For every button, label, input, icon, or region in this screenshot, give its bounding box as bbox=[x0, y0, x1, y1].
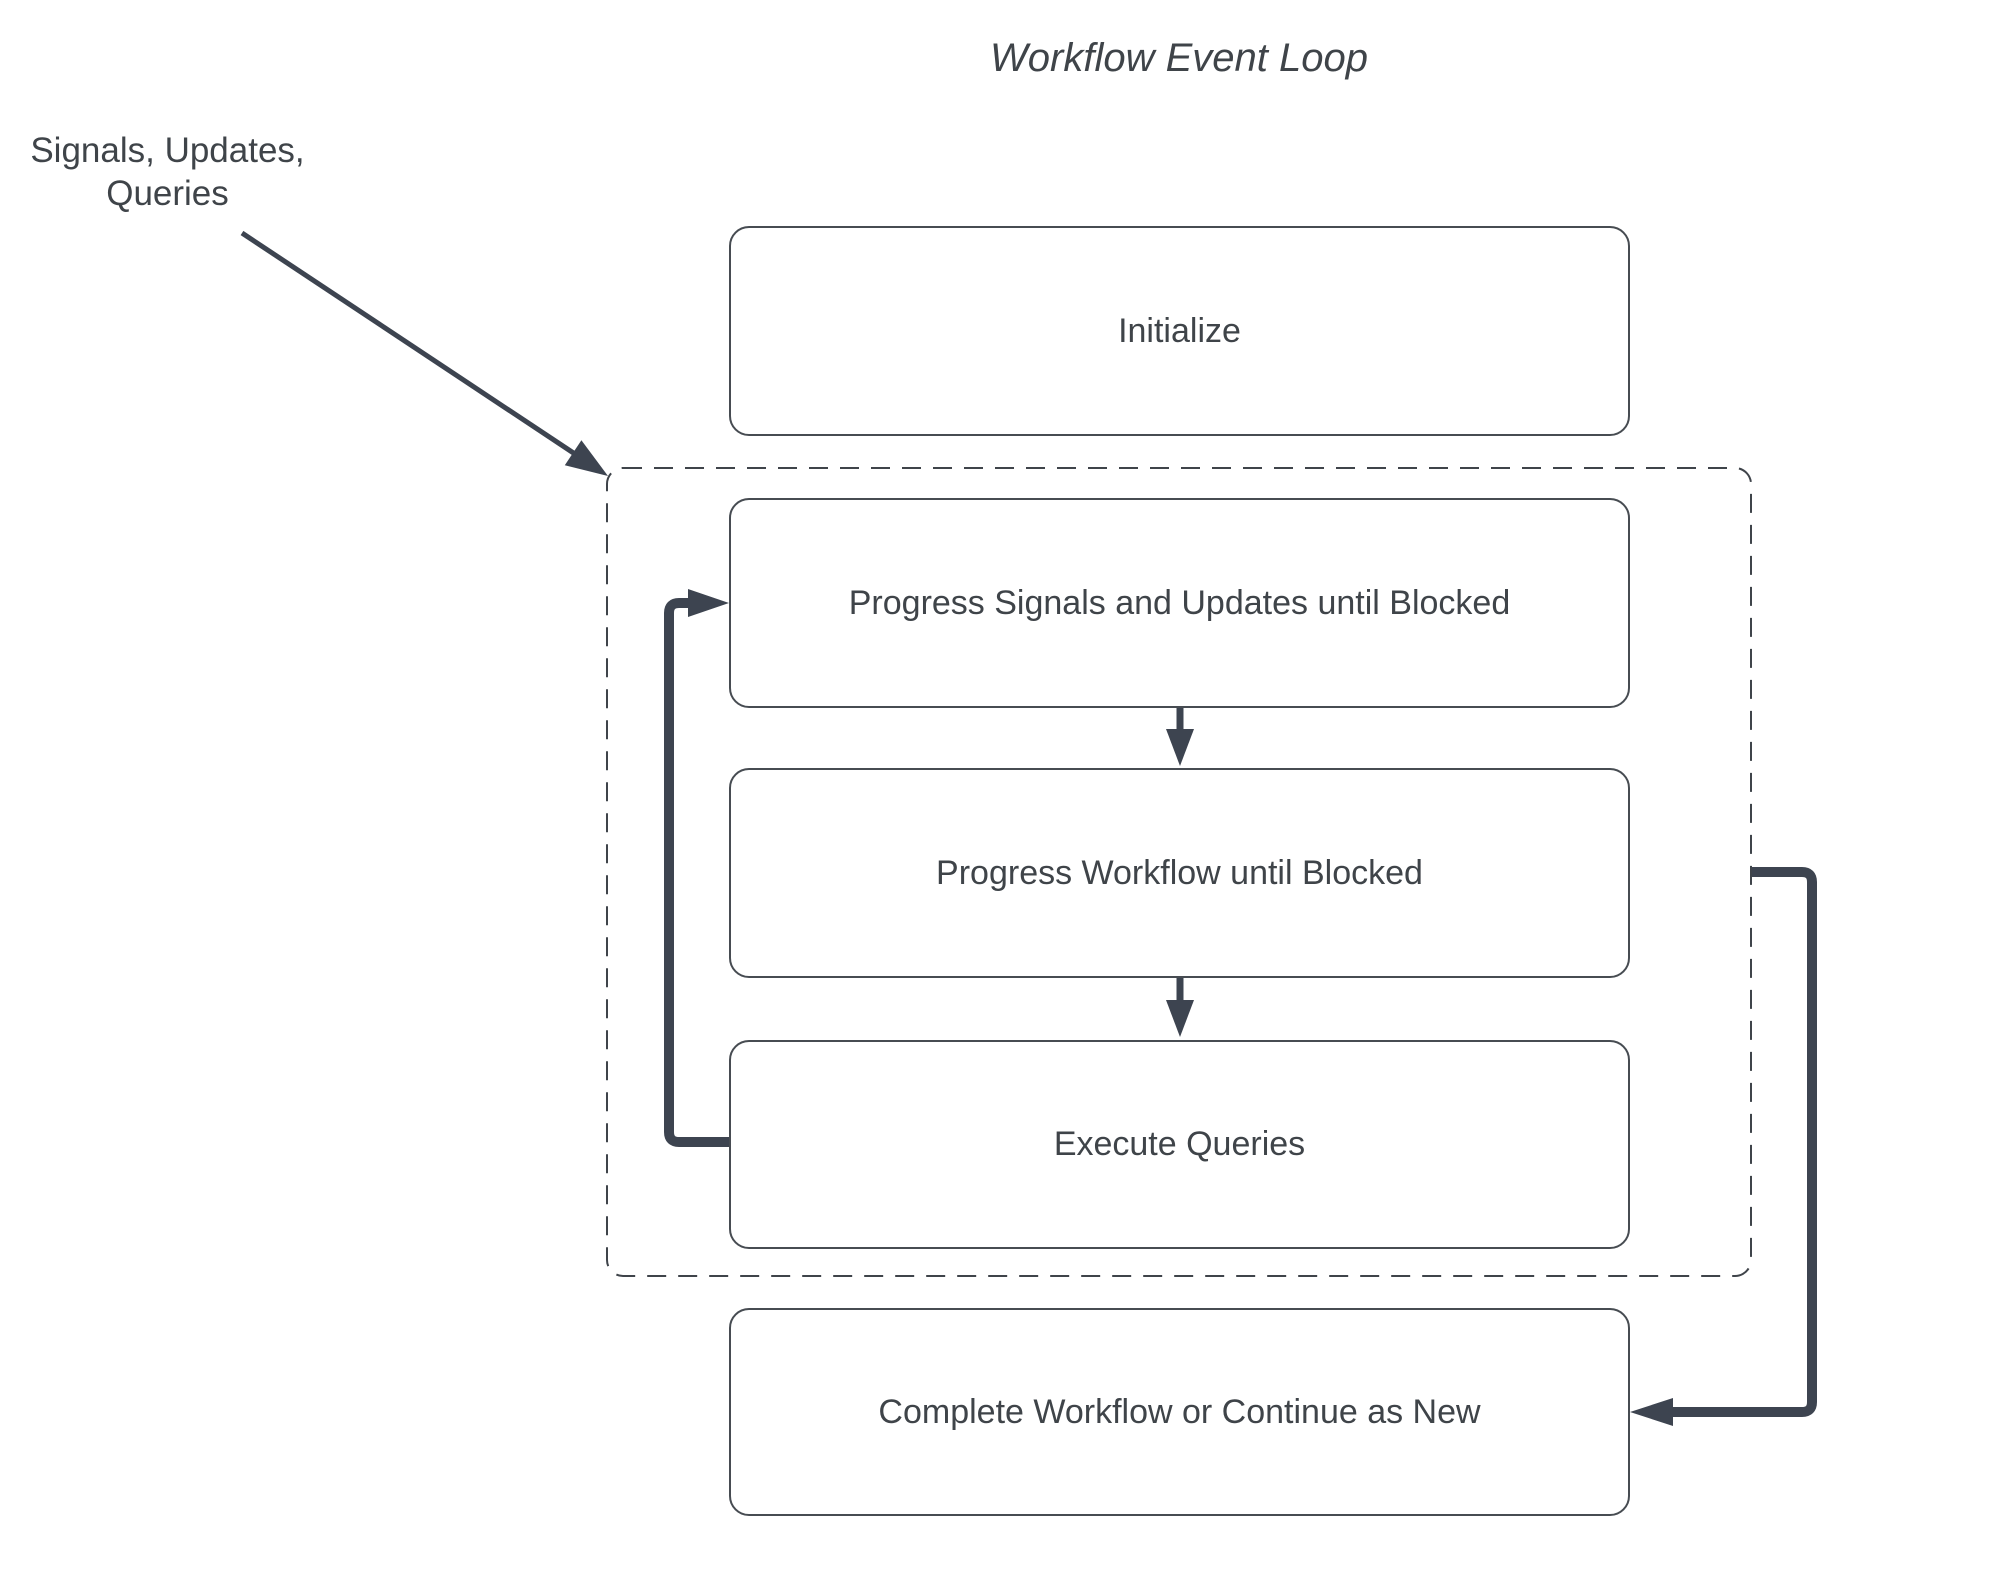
node-initialize-label: Initialize bbox=[1118, 311, 1241, 350]
event-loop-dashed-container bbox=[606, 467, 1752, 1277]
signals-annotation-arrow-line bbox=[240, 230, 577, 457]
node-progress-signals-and-updates: Progress Signals and Updates until Block… bbox=[729, 498, 1630, 708]
node-initialize: Initialize bbox=[729, 226, 1630, 436]
node-progress-workflow: Progress Workflow until Blocked bbox=[729, 768, 1630, 978]
loop-back-connector-head bbox=[688, 589, 729, 617]
arrow-signals-to-workflow-head bbox=[1166, 729, 1194, 766]
exit-connector-line bbox=[1673, 867, 1817, 1417]
loop-back-connector-line bbox=[664, 598, 729, 1147]
node-progress-signals-label: Progress Signals and Updates until Block… bbox=[848, 583, 1511, 622]
node-progress-workflow-label: Progress Workflow until Blocked bbox=[936, 853, 1423, 892]
signals-annotation-arrow-head bbox=[564, 440, 608, 476]
exit-connector-head bbox=[1630, 1398, 1673, 1426]
node-execute-queries-label: Execute Queries bbox=[1053, 1125, 1306, 1164]
node-complete-workflow: Complete Workflow or Continue as New bbox=[729, 1308, 1630, 1516]
node-complete-workflow-label: Complete Workflow or Continue as New bbox=[878, 1392, 1481, 1431]
signals-updates-queries-label: Signals, Updates, Queries bbox=[30, 131, 305, 213]
arrow-workflow-to-queries-head bbox=[1166, 1000, 1194, 1037]
diagram-title: Workflow Event Loop bbox=[990, 36, 1368, 80]
node-execute-queries: Execute Queries bbox=[729, 1040, 1630, 1249]
